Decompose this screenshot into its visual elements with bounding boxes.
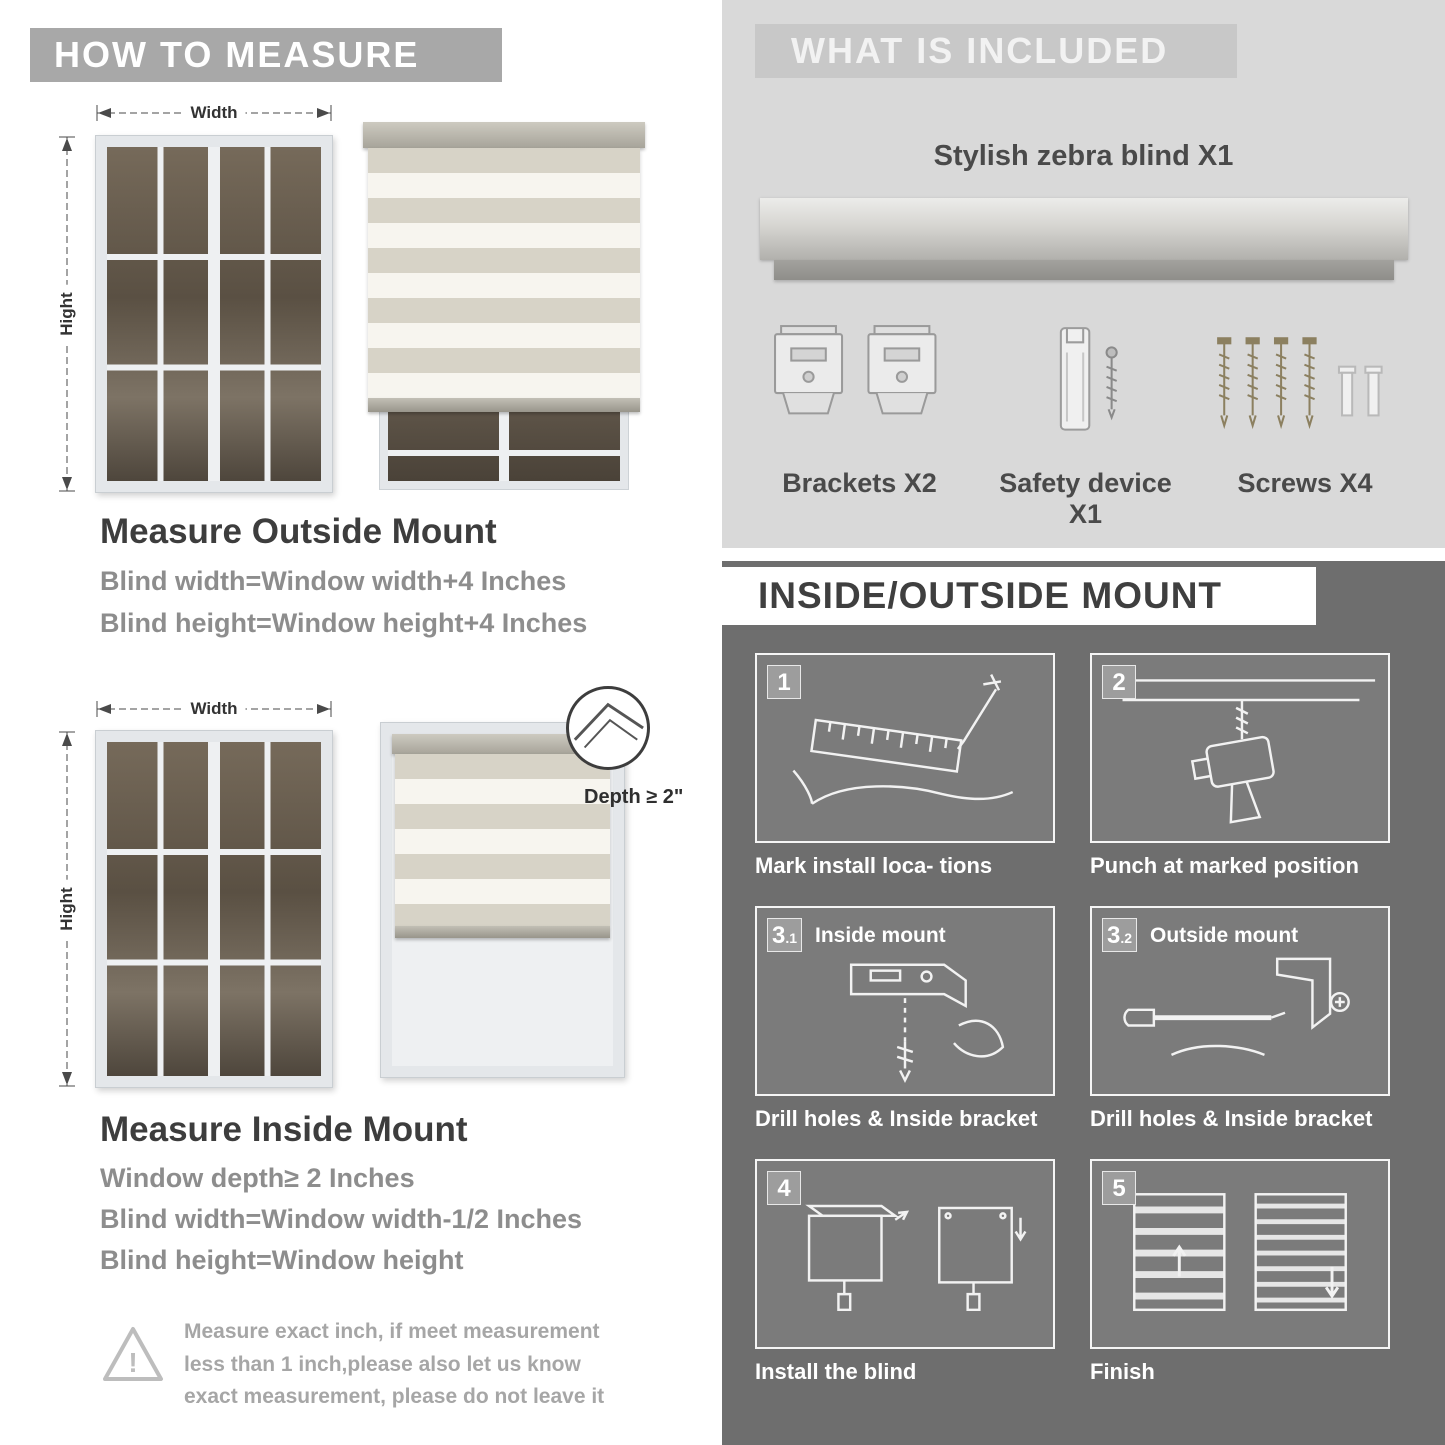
- window-corner-icon: [573, 702, 644, 749]
- inside-bracket-illustration: [849, 963, 1005, 1084]
- zebra-blind-outside-demo: [363, 122, 645, 490]
- step-4-panel: 4: [755, 1159, 1055, 1349]
- width-measure-arrow-2: Width: [95, 699, 333, 719]
- height-measure-arrow-2: Hight: [57, 730, 77, 1088]
- step-3-1-caption: Drill holes & Inside bracket: [755, 1106, 1038, 1131]
- safety-device-icon: [1060, 327, 1118, 431]
- step-1-panel: 1: [755, 653, 1055, 843]
- inside-mount-line-1: Window depth≥ 2 Inches: [100, 1163, 415, 1193]
- step-5-panel: 5: [1090, 1159, 1390, 1349]
- product-name: Stylish zebra blind X1: [933, 140, 1234, 172]
- screws-label: Screws X4: [1237, 468, 1373, 498]
- screws-item: Screws X4: [1200, 322, 1410, 499]
- zebra-blind-inside-demo: [380, 722, 625, 1078]
- step-number: 2: [1112, 669, 1126, 696]
- blind-fabric: [368, 148, 640, 398]
- blind-bottom-rail: [395, 926, 610, 938]
- step-3-1: 3.1 Inside mount Drill holes & Inside br…: [755, 906, 1055, 1132]
- step-1: 1 Mark install loca- tions: [755, 653, 1055, 879]
- safety-device-label: Safety device X1: [999, 468, 1172, 529]
- inside-demo-frame: [392, 734, 613, 1066]
- width-label: Width: [182, 103, 246, 123]
- window-photo-outside: [95, 135, 333, 493]
- step-3-2-badge: 3.2: [1102, 918, 1138, 952]
- warning-text: Measure exact inch, if meet measurement …: [184, 1320, 605, 1409]
- install-blind-illustration: [805, 1204, 1027, 1312]
- window-glass: [107, 147, 321, 481]
- width-measure-arrow: Width: [95, 103, 333, 123]
- what-is-included-title: WHAT IS INCLUDED: [791, 30, 1169, 71]
- inside-mount-line-2: Blind width=Window width-1/2 Inches: [100, 1204, 583, 1234]
- brackets-icon: [774, 325, 937, 415]
- outside-mount-line-1: Blind width=Window width+4 Inches: [100, 566, 567, 596]
- step-2-badge: 2: [1102, 665, 1136, 699]
- mount-header-title: INSIDE/OUTSIDE MOUNT: [758, 575, 1223, 616]
- outside-mount-line-2: Blind height=Window height+4 Inches: [100, 608, 588, 638]
- mark-location-illustration: [792, 674, 1014, 805]
- warning-icon: !: [103, 1327, 163, 1381]
- how-to-measure-title: HOW TO MEASURE: [54, 34, 420, 75]
- blind-fabric: [395, 754, 610, 926]
- step-4: 4 Install the blind: [755, 1159, 1055, 1385]
- step-2: 2 Punch at marked position: [1090, 653, 1390, 879]
- step-number: 3: [772, 922, 786, 949]
- brackets-label: Brackets X2: [782, 468, 937, 498]
- headrail-valance: [774, 260, 1394, 280]
- step-2-panel: 2: [1090, 653, 1390, 843]
- step-2-caption: Punch at marked position: [1090, 853, 1359, 878]
- screws-icon: [1216, 337, 1383, 430]
- measure-warning-note: ! Measure exact inch, if meet measuremen…: [100, 1316, 660, 1414]
- step-3-2: 3.2 Outside mount Drill holes & Inside b…: [1090, 906, 1390, 1132]
- step-1-badge: 1: [767, 665, 801, 699]
- what-is-included-header: WHAT IS INCLUDED: [755, 24, 1237, 78]
- step-3-2-caption: Drill holes & Inside bracket: [1090, 1106, 1373, 1131]
- depth-label: Depth ≥ 2": [584, 786, 684, 808]
- what-is-included-section: WHAT IS INCLUDED Stylish zebra blind X1: [722, 0, 1445, 548]
- step-3-2-label: Outside mount: [1150, 924, 1299, 947]
- blind-cassette: [363, 122, 645, 148]
- height-label: Hight: [57, 879, 77, 939]
- outside-mount-title: Measure Outside Mount: [100, 512, 497, 551]
- depth-callout-circle: [566, 686, 650, 770]
- step-3-1-panel: 3.1 Inside mount: [755, 906, 1055, 1096]
- mount-header: INSIDE/OUTSIDE MOUNT: [722, 567, 1316, 625]
- finish-illustration: [1133, 1193, 1347, 1312]
- step-5: 5 Finish: [1090, 1159, 1390, 1385]
- window-glass: [107, 742, 321, 1076]
- step-number: 5: [1112, 1175, 1126, 1202]
- blind-cassette: [392, 734, 613, 754]
- inside-mount-title: Measure Inside Mount: [100, 1110, 468, 1149]
- brackets-item: Brackets X2: [762, 322, 957, 499]
- step-4-caption: Install the blind: [755, 1359, 917, 1384]
- outside-bracket-illustration: [1123, 957, 1350, 1056]
- step-1-caption: Mark install loca- tions: [755, 853, 993, 878]
- step-5-badge: 5: [1102, 1171, 1136, 1205]
- height-label: Hight: [57, 284, 77, 344]
- step-number: 4: [777, 1175, 791, 1202]
- blind-headrail-image: [760, 198, 1408, 280]
- inside-mount-line-3: Blind height=Window height: [100, 1245, 464, 1275]
- step-3-2-panel: 3.2 Outside mount: [1090, 906, 1390, 1096]
- step-number: 3: [1107, 922, 1121, 949]
- step-3-1-label: Inside mount: [815, 924, 946, 947]
- how-to-measure-header: HOW TO MEASURE: [30, 28, 502, 82]
- height-measure-arrow: Hight: [57, 135, 77, 493]
- safety-device-item: Safety device X1: [988, 322, 1183, 530]
- step-number: 1: [777, 669, 791, 696]
- step-4-badge: 4: [767, 1171, 801, 1205]
- blind-bottom-rail: [368, 398, 640, 412]
- mount-instructions-section: INSIDE/OUTSIDE MOUNT 1: [722, 561, 1445, 1445]
- drill-illustration: [1104, 679, 1376, 824]
- step-5-caption: Finish: [1090, 1359, 1155, 1384]
- warning-exclamation: !: [128, 1347, 137, 1378]
- step-3-1-badge: 3.1: [767, 918, 803, 952]
- window-photo-inside: [95, 730, 333, 1088]
- width-label: Width: [182, 699, 246, 719]
